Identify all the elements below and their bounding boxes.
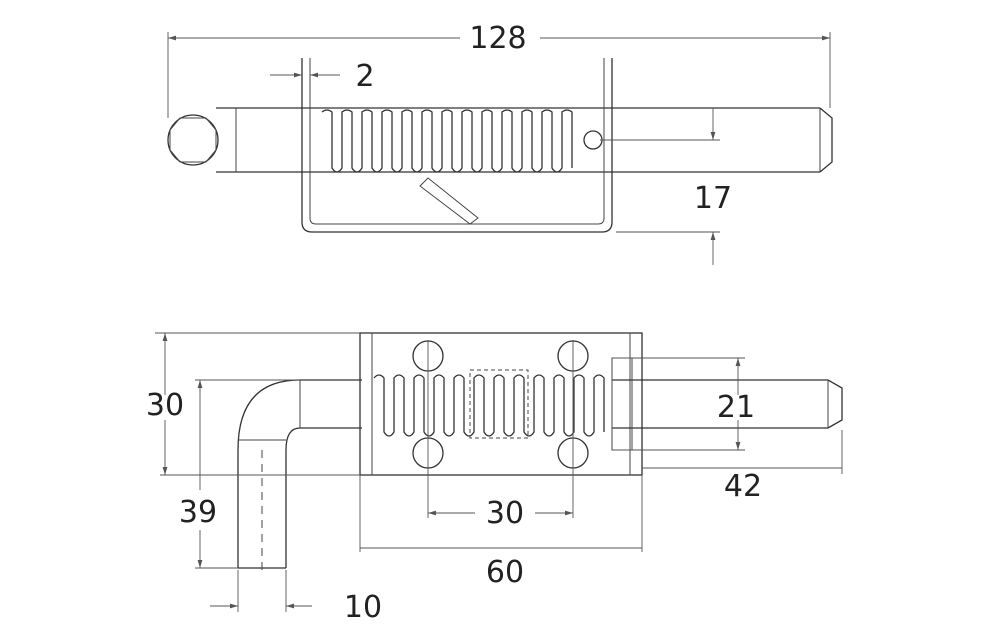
dim-housing-length: 60 <box>359 475 643 590</box>
dim-42-label: 42 <box>724 469 762 504</box>
dim-pin-protrusion: 42 <box>642 430 843 504</box>
spring-side <box>373 369 605 439</box>
dim-10-label: 10 <box>344 590 382 625</box>
dim-30-height-label: 30 <box>146 388 184 423</box>
housing-block <box>359 332 643 476</box>
dim-plate-thickness: 2 <box>270 59 375 94</box>
dim-handle-diameter: 10 <box>210 570 382 625</box>
dim-60-label: 60 <box>486 555 524 590</box>
dim-hole-vertical: 21 <box>612 357 755 451</box>
dim-pin-height: 17 <box>600 108 732 265</box>
ring-eye <box>167 114 219 166</box>
dim-39-label: 39 <box>179 495 217 530</box>
dim-overall-length: 128 <box>167 21 831 118</box>
u-bracket <box>301 58 613 233</box>
side-view: 30 39 10 30 <box>146 332 843 625</box>
dim-2-label: 2 <box>355 59 374 94</box>
pin-shaft-top <box>216 107 833 173</box>
dim-21-label: 21 <box>717 390 755 425</box>
dim-handle-length: 39 <box>179 379 300 569</box>
dim-30-spacing-label: 30 <box>486 496 524 531</box>
dim-hole-spacing: 30 <box>427 340 574 531</box>
dim-total-height: 30 <box>146 332 360 476</box>
dim-17-label: 17 <box>694 181 732 216</box>
top-view: 128 2 17 <box>167 21 833 265</box>
lock-tab <box>419 177 479 225</box>
cross-pin <box>583 130 603 150</box>
mounting-holes <box>412 340 589 469</box>
dim-128-label: 128 <box>469 21 526 56</box>
spring-top <box>321 109 573 173</box>
